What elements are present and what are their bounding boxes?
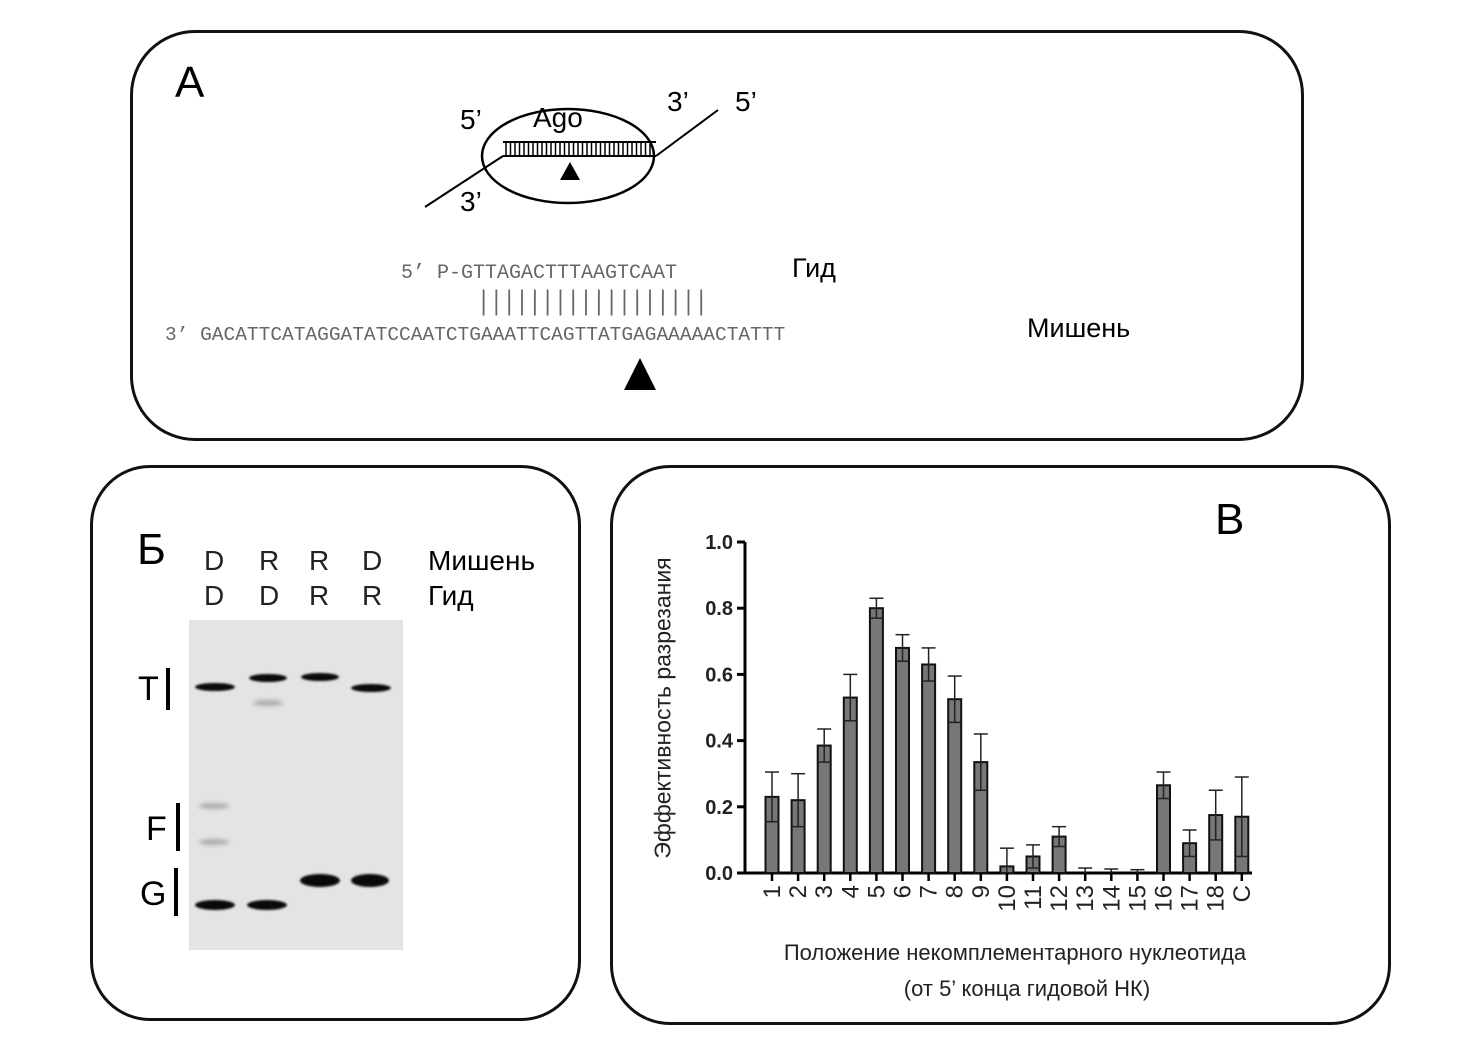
gel-band: [301, 673, 339, 681]
gel-band: [253, 700, 283, 706]
bar: [947, 698, 963, 874]
gel-band: [199, 839, 229, 845]
x-tick-label: 6: [890, 885, 917, 898]
cleavage-arrowhead-small: [560, 162, 580, 180]
lane1-guide: D: [204, 580, 225, 611]
guide-label: Гид: [792, 253, 836, 283]
guide-strand: [424, 155, 504, 208]
x-tick-label: 1: [759, 885, 786, 898]
gel-band: [199, 803, 229, 809]
gel-band: [195, 900, 235, 910]
x-tick-label: 4: [837, 885, 864, 898]
y-tick-label: 0.6: [705, 664, 733, 686]
x-tick-label: 15: [1124, 885, 1151, 912]
panel-a-label: А: [175, 58, 205, 107]
guide-3p-label: 3’: [460, 186, 482, 217]
bar: [816, 744, 832, 874]
x-tick-label: C: [1229, 885, 1256, 902]
x-tick-label: 18: [1203, 885, 1230, 912]
bar: [842, 696, 858, 874]
x-tick-label: 7: [916, 885, 943, 898]
ago-label: Ago: [533, 102, 583, 133]
gel-band: [351, 874, 389, 887]
x-tick-label: 10: [994, 885, 1021, 912]
x-tick-label: 12: [1046, 885, 1073, 912]
lane4-guide: R: [362, 580, 383, 611]
target-strand: [655, 109, 719, 157]
x-tick-label: 16: [1151, 885, 1178, 912]
y-tick-label: 0.8: [705, 598, 733, 620]
guide-sequence: 5’ P-GTTAGACTTTAAGTCAAT: [401, 262, 678, 285]
base-pairing: ||||||||||||||||||: [477, 286, 708, 319]
target-3p-label: 3’: [667, 86, 689, 117]
x-tick-label: 3: [811, 885, 838, 898]
marker-g-bar: [174, 868, 178, 916]
lane3-target: R: [309, 545, 330, 576]
row-guide-label: Гид: [428, 580, 474, 611]
marker-t-bar: [166, 668, 170, 710]
gel-band: [300, 874, 340, 887]
bar: [921, 663, 937, 874]
x-axis-label: Положение некомплементарного нуклеотида: [783, 940, 1247, 965]
panel-c: [610, 465, 1391, 1025]
marker-t: T: [138, 670, 159, 708]
gel-band: [195, 683, 235, 691]
x-tick-label: 8: [942, 885, 969, 898]
bar: [868, 607, 884, 874]
target-5p-label: 5’: [735, 86, 757, 117]
panel-a: [130, 30, 1304, 441]
bar: [895, 646, 910, 874]
y-tick-label: 1.0: [705, 532, 733, 554]
x-tick-label: 17: [1177, 885, 1204, 912]
gel-band: [351, 684, 391, 692]
gel-band: [247, 900, 287, 910]
panel-c-label: В: [1215, 495, 1245, 544]
ago-diagram: [424, 107, 719, 208]
gel-image: [189, 620, 403, 950]
target-sequence: 3’ GACATTCATAGGATATCCAATCTGAAATTCAGTTATG…: [165, 324, 786, 346]
gel-band: [249, 674, 287, 682]
x-tick-label: 14: [1098, 885, 1125, 912]
x-tick-label: 13: [1072, 885, 1099, 912]
x-axis-label-2: (от 5’ конца гидовой НК): [903, 976, 1151, 1001]
y-tick-label: 0.0: [705, 863, 733, 885]
lane2-guide: D: [259, 580, 280, 611]
lane2-target: R: [259, 545, 280, 576]
x-tick-label: 9: [968, 885, 995, 898]
y-tick-label: 0.2: [705, 797, 733, 819]
row-target-label: Мишень: [428, 545, 536, 576]
lane4-target: D: [362, 545, 383, 576]
marker-f: F: [146, 810, 167, 848]
panel-b-label: Б: [137, 525, 166, 574]
lane3-guide: R: [309, 580, 330, 611]
x-tick-label: 5: [863, 885, 890, 898]
duplex-rungs: [505, 142, 651, 156]
lane1-target: D: [204, 545, 225, 576]
cleavage-arrowhead: [624, 358, 656, 390]
y-tick-label: 0.4: [705, 731, 734, 753]
marker-f-bar: [176, 803, 180, 851]
marker-g: G: [140, 875, 167, 913]
guide-5p-label: 5’: [460, 104, 482, 135]
target-label: Мишень: [1027, 313, 1131, 343]
x-tick-label: 2: [785, 885, 812, 898]
x-tick-label: 11: [1020, 885, 1047, 910]
